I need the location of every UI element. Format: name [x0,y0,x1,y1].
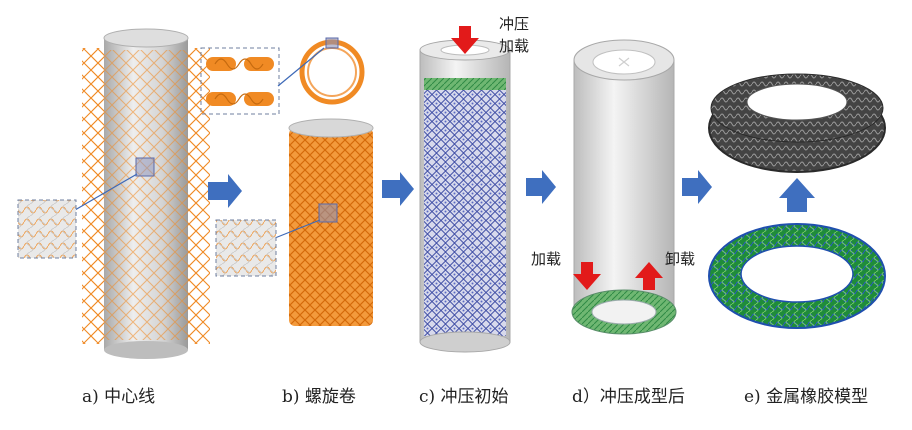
zoom-inset [215,219,277,277]
stamp-load-label-line1: 冲压 [499,15,529,33]
unload-arrow-up-icon [635,262,663,290]
zoom-leader [74,173,138,211]
caption-b: b) 螺旋卷 [282,387,356,407]
load-label: 加载 [531,250,561,268]
zoom-inset [17,199,77,259]
inset-straight-wires [200,47,280,115]
caption-a: a) 中心线 [82,387,156,407]
mandrel-bottom [104,341,188,359]
step-arrow-icon [382,172,414,206]
zoom-leader [277,47,325,87]
stage-d-after-stamping: 加载 卸载 [531,39,695,335]
stage-b-spiral-roll [200,37,374,326]
front-lattice [92,50,200,340]
caption-d: d）冲压成型后 [572,387,685,407]
green-press-band [424,78,506,90]
zoom-marker [135,157,155,177]
wire-segment [244,57,274,71]
caption-c: c) 冲压初始 [419,387,509,407]
unload-label: 卸载 [665,250,695,268]
cross-mark-icon [618,57,630,67]
rubber-ring-hole [746,83,848,121]
zoom-leader [274,219,321,239]
stage-e-metal-rubber-model [708,73,886,329]
step-arrow-up-icon [779,178,815,212]
step-arrow-icon [682,170,712,204]
wire-segment [244,92,274,106]
step-arrow-icon [526,170,556,204]
load-arrow-down-icon [451,26,479,54]
pressed-ring-hole [591,299,657,325]
spiral-roll-top [288,118,374,138]
wire-mesh-body [424,84,506,336]
stage-a-centerline [17,28,210,359]
load-arrow-down-icon [573,262,601,290]
stage-c-stamping-start: 冲压 加载 [419,15,529,353]
caption-e: e) 金属橡胶模型 [744,387,869,407]
helix-coil-icon [214,58,264,70]
wire-segment [206,57,236,71]
mandrel-top [103,28,189,48]
helix-coil-icon [214,93,264,105]
mold-bottom [419,331,511,353]
mesh-ring-hole [740,245,854,303]
spiral-roll-body [289,128,373,326]
stamp-load-label-line2: 加载 [499,37,529,55]
coil-ring-marker [325,37,339,49]
wire-segment [206,92,236,106]
step-arrow-icon [208,174,242,208]
zoom-marker [318,203,338,223]
coil-ring-icon [299,39,365,105]
